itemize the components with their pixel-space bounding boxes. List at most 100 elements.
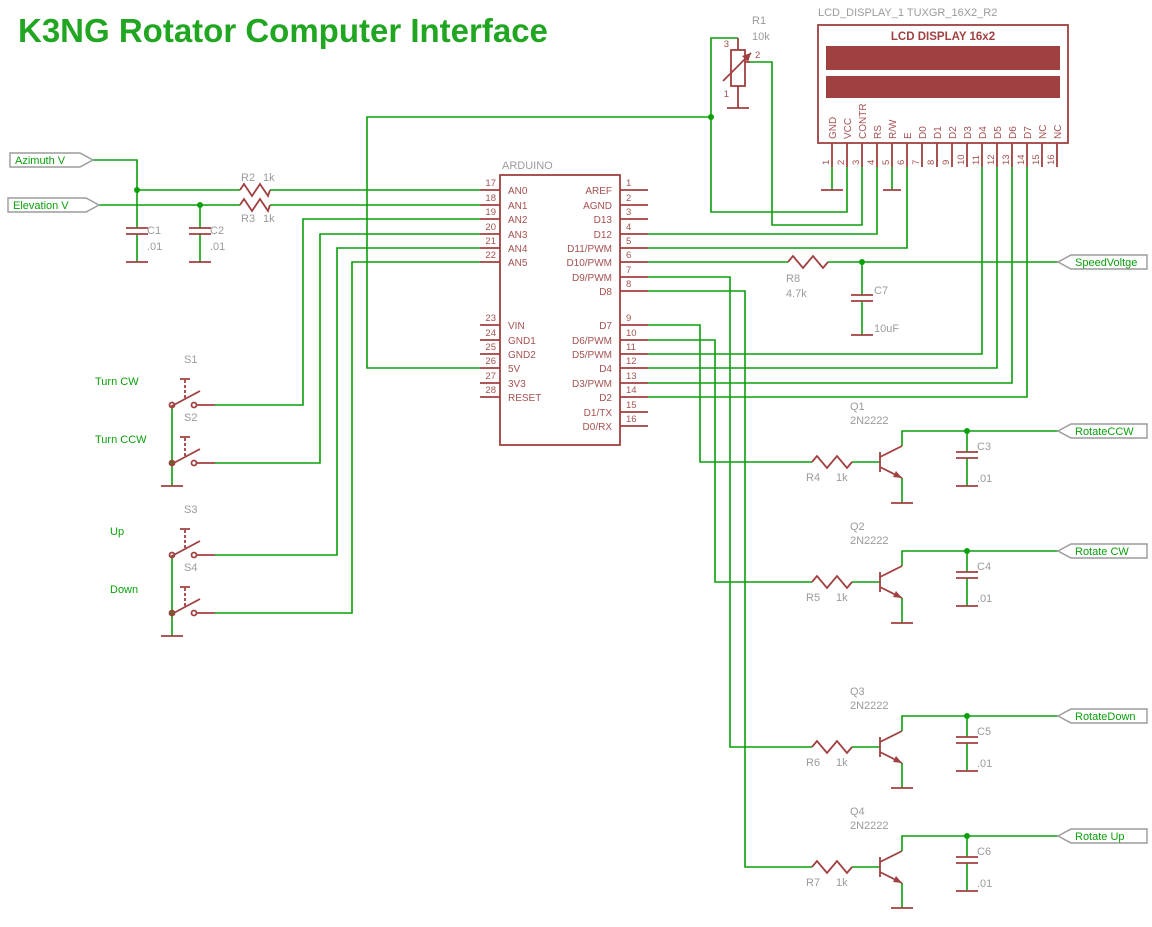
- svg-text:1k: 1k: [836, 592, 848, 604]
- resistor-r6-symbol: [811, 739, 853, 755]
- svg-text:D0/RX: D0/RX: [583, 422, 613, 433]
- svg-text:7: 7: [911, 160, 922, 165]
- svg-text:D4: D4: [599, 364, 612, 375]
- svg-text:1: 1: [626, 178, 631, 189]
- svg-text:NC: NC: [1038, 125, 1049, 139]
- svg-text:12: 12: [626, 356, 637, 367]
- svg-text:1k: 1k: [836, 877, 848, 889]
- svg-text:14: 14: [1016, 154, 1027, 165]
- svg-text:GND: GND: [828, 117, 839, 139]
- svg-text:R7: R7: [806, 877, 820, 889]
- svg-text:R8: R8: [786, 273, 800, 285]
- switch-net-label: Turn CW: [95, 376, 139, 388]
- resistor-r8-symbol: [787, 254, 829, 270]
- svg-text:C1: C1: [147, 225, 161, 237]
- svg-text:15: 15: [1031, 154, 1042, 165]
- svg-text:9: 9: [941, 160, 952, 165]
- switch-s3: S3 Up: [110, 504, 215, 559]
- svg-text:C4: C4: [977, 561, 991, 573]
- lcd-row-2: [826, 76, 1060, 98]
- svg-text:AN1: AN1: [508, 201, 528, 212]
- svg-text:10uF: 10uF: [874, 323, 899, 335]
- svg-text:D1/TX: D1/TX: [584, 408, 613, 419]
- capacitor-plates: [126, 227, 978, 864]
- part-value: 10k: [752, 31, 770, 43]
- lcd-title: LCD DISPLAY 16x2: [891, 31, 995, 43]
- svg-text:13: 13: [626, 371, 637, 382]
- svg-text:2N2222: 2N2222: [850, 820, 889, 832]
- svg-text:D6/PWM: D6/PWM: [572, 336, 612, 347]
- svg-text:D6: D6: [1008, 126, 1019, 139]
- svg-text:6: 6: [896, 160, 907, 165]
- svg-text:1k: 1k: [263, 213, 275, 225]
- svg-text:23: 23: [485, 313, 496, 324]
- svg-text:AN0: AN0: [508, 186, 528, 197]
- svg-text:D4: D4: [978, 126, 989, 139]
- potentiometer-r1: R1 10k 3 2 1: [722, 15, 770, 108]
- page-title: K3NG Rotator Computer Interface: [18, 12, 548, 49]
- svg-text:CONTR: CONTR: [858, 103, 869, 139]
- svg-text:AGND: AGND: [583, 201, 612, 212]
- resistor-r2-symbol: [239, 182, 271, 199]
- svg-text:2N2222: 2N2222: [850, 535, 889, 547]
- resistor-r4-symbol: [811, 454, 853, 470]
- switch-s4: S4 Down: [110, 562, 215, 617]
- svg-text:26: 26: [485, 356, 496, 367]
- svg-text:VIN: VIN: [508, 321, 525, 332]
- svg-text:C3: C3: [977, 441, 991, 453]
- svg-text:C6: C6: [977, 846, 991, 858]
- switch-net-label: Turn CCW: [95, 434, 147, 446]
- svg-text:.01: .01: [977, 593, 992, 605]
- svg-text:C2: C2: [210, 225, 224, 237]
- svg-text:4: 4: [866, 160, 877, 165]
- svg-text:3: 3: [851, 160, 862, 165]
- svg-text:16: 16: [1046, 154, 1057, 165]
- svg-text:.01: .01: [147, 241, 162, 253]
- svg-text:D2: D2: [948, 126, 959, 139]
- net-label-elevation: Elevation V: [13, 200, 69, 212]
- net-label-rotatedown: RotateDown: [1075, 711, 1136, 723]
- svg-text:12: 12: [986, 154, 997, 165]
- switch-s2: S2 Turn CCW: [95, 412, 215, 467]
- svg-text:D1: D1: [933, 126, 944, 139]
- svg-text:.01: .01: [977, 878, 992, 890]
- pot-pin-1: 1: [724, 89, 729, 100]
- svg-text:AN5: AN5: [508, 258, 528, 269]
- part-ref: S4: [184, 562, 197, 574]
- svg-text:20: 20: [485, 222, 496, 233]
- svg-text:16: 16: [626, 414, 637, 425]
- svg-text:7: 7: [626, 265, 631, 276]
- svg-text:RESET: RESET: [508, 393, 541, 404]
- svg-text:R6: R6: [806, 757, 820, 769]
- svg-text:4.7k: 4.7k: [786, 288, 807, 300]
- part-ref: S3: [184, 504, 197, 516]
- svg-text:25: 25: [485, 342, 496, 353]
- svg-text:AN3: AN3: [508, 230, 528, 241]
- svg-text:R4: R4: [806, 472, 820, 484]
- ground-symbols: [126, 107, 978, 909]
- svg-text:D5: D5: [993, 126, 1004, 139]
- svg-text:27: 27: [485, 371, 496, 382]
- svg-text:C7: C7: [874, 285, 888, 297]
- wires: [93, 37, 1058, 908]
- svg-text:6: 6: [626, 250, 631, 261]
- svg-text:24: 24: [485, 328, 496, 339]
- svg-text:NC: NC: [1053, 125, 1064, 139]
- part-ref: S1: [184, 354, 197, 366]
- svg-text:C5: C5: [977, 726, 991, 738]
- svg-text:.01: .01: [210, 241, 225, 253]
- lcd-pin-names: GND VCC CONTR RS R/W E D0 D1 D2 D3 D4 D5…: [828, 103, 1064, 139]
- resistor-r3-symbol: [239, 197, 271, 214]
- svg-text:3V3: 3V3: [508, 379, 526, 390]
- switch-net-label: Down: [110, 584, 138, 596]
- svg-text:D2: D2: [599, 393, 612, 404]
- svg-text:21: 21: [485, 236, 496, 247]
- lcd-ref: LCD_DISPLAY_1 TUXGR_16X2_R2: [818, 7, 997, 19]
- svg-text:Q3: Q3: [850, 686, 865, 698]
- svg-text:D0: D0: [918, 126, 929, 139]
- svg-text:2N2222: 2N2222: [850, 415, 889, 427]
